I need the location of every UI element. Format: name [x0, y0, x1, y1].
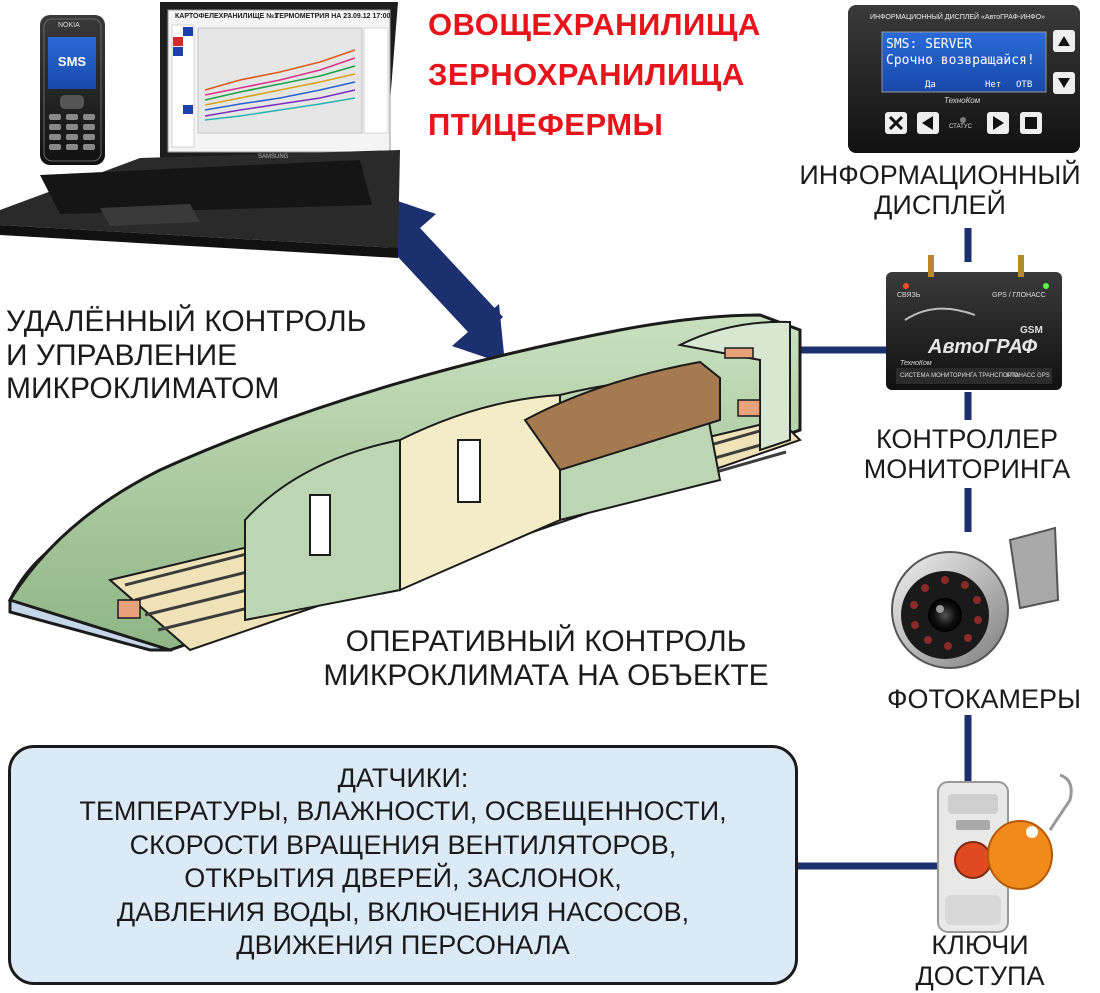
- monitoring-controller-device: [886, 255, 1062, 390]
- sensors-line: ДВИЖЕНИЯ ПЕРСОНАЛА: [236, 930, 570, 961]
- headline-block: ОВОЩЕХРАНИЛИЩА ЗЕРНОХРАНИЛИЩА ПТИЦЕФЕРМЫ: [428, 0, 761, 150]
- sensors-line: СКОРОСТИ ВРАЩЕНИЯ ВЕНТИЛЯТОРОВ,: [129, 829, 677, 860]
- sensors-line: ТЕМПЕРАТУРЫ, ВЛАЖНОСТИ, ОСВЕЩЕННОСТИ,: [79, 796, 727, 827]
- remote-control-label: УДАЛЁННЫЙ КОНТРОЛЬ И УПРАВЛЕНИЕ МИКРОКЛИ…: [6, 305, 367, 406]
- access-key-reader: [937, 773, 1073, 933]
- mobile-phone: [40, 15, 105, 165]
- controller-gsm: GSM: [1020, 325, 1043, 336]
- display-device-title: ИНФОРМАЦИОННЫЙ ДИСПЛЕЙ «АвтоГРАФ-ИНФО»: [870, 14, 1045, 21]
- sensors-line: ОТКРЫТИЯ ДВЕРЕЙ, ЗАСЛОНОК,: [184, 863, 622, 894]
- laptop: [0, 2, 400, 258]
- laptop-screen-subtitle: ТЕРМОМЕТРИЯ НА 23.09.12 17:00: [275, 13, 391, 20]
- sensors-heading: ДАТЧИКИ:: [337, 763, 469, 793]
- double-arrow: [383, 196, 505, 364]
- headline-line: ПТИЦЕФЕРМЫ: [428, 107, 664, 142]
- controller-led-right-label: GPS / ГЛОНАСС: [992, 292, 1046, 299]
- status-led: [960, 117, 966, 123]
- headline-line: ЗЕРНОХРАНИЛИЩА: [428, 57, 745, 92]
- phone-screen-text: SMS: [57, 54, 87, 69]
- headline-line: ОВОЩЕХРАНИЛИЩА: [428, 7, 761, 42]
- display-softkey-no: Нет: [985, 80, 1002, 90]
- controller-brand: АвтоГРАФ: [928, 336, 1038, 358]
- info-display-label: ИНФОРМАЦИОННЫЙ ДИСПЛЕЙ: [799, 160, 1081, 221]
- controller-maker: ТехноКом: [900, 360, 932, 367]
- onsite-control-label: ОПЕРАТИВНЫЙ КОНТРОЛЬ МИКРОКЛИМАТА НА ОБЪ…: [323, 625, 769, 692]
- info-display-device: [848, 5, 1080, 153]
- phone-brand: NOKIA: [58, 22, 80, 29]
- controller-footer: СИСТЕМА МОНИТОРИНГА ТРАНСПОРТА: [900, 373, 1019, 379]
- display-screen-line-1: SMS: SERVER: [886, 37, 973, 52]
- storage-hangar-cutaway: [7, 313, 802, 652]
- photo-camera-device: [891, 526, 1060, 669]
- display-softkey-reply: ОТВ: [1016, 80, 1033, 90]
- phone-screen: [48, 37, 96, 89]
- display-status-label: СТАТУС: [949, 124, 972, 130]
- controller-footer-badge: ГЛОНАСС GPS: [1007, 373, 1050, 379]
- sensors-panel: ДАТЧИКИ: ТЕМПЕРАТУРЫ, ВЛАЖНОСТИ, ОСВЕЩЕН…: [8, 745, 798, 985]
- camera-label: ФОТОКАМЕРЫ: [887, 684, 1081, 714]
- sensors-line: ДАВЛЕНИЯ ВОДЫ, ВКЛЮЧЕНИЯ НАСОСОВ,: [116, 896, 690, 927]
- camera-lens: [928, 598, 962, 632]
- access-keys-label: КЛЮЧИ ДОСТУПА: [915, 930, 1045, 992]
- display-brand: ТехноКом: [944, 96, 981, 105]
- key-fob: [987, 820, 1053, 890]
- controller-led-left-label: СВЯЗЬ: [897, 292, 921, 299]
- controller-label: КОНТРОЛЛЕР МОНИТОРИНГА: [863, 424, 1071, 485]
- laptop-screen-title: КАРТОФЕЛЕХРАНИЛИЩЕ №1: [175, 13, 278, 20]
- laptop-brand: SAMSUNG: [258, 154, 289, 160]
- display-screen-line-2: Срочно возвращайся!: [886, 53, 1035, 68]
- display-softkey-yes: Да: [925, 80, 936, 90]
